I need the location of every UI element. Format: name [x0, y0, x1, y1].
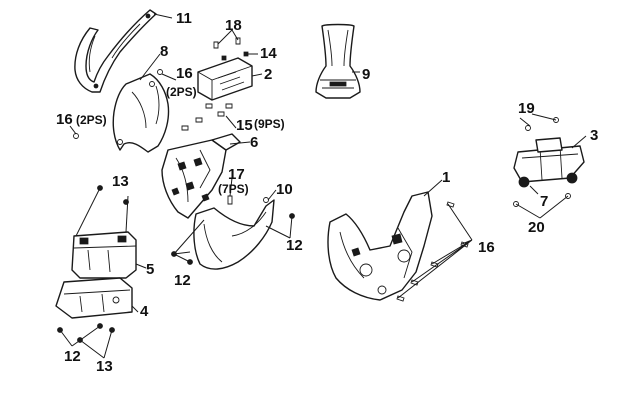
label-13-bottom: 13	[96, 358, 113, 375]
label-2: 2	[264, 66, 272, 83]
label-10: 10	[276, 181, 293, 198]
label-12-mid: 12	[174, 272, 191, 289]
label-14: 14	[260, 45, 277, 62]
label-16-left-qty: (2PS)	[76, 113, 107, 127]
label-1: 1	[442, 169, 450, 186]
label-6: 6	[250, 134, 258, 151]
label-3: 3	[590, 127, 598, 144]
part-5-lower-bracket	[71, 231, 137, 279]
label-5: 5	[146, 261, 154, 278]
label-12-bottom: 12	[64, 348, 81, 365]
part-4-base-plate	[55, 277, 133, 319]
label-17: 17	[228, 166, 245, 183]
label-9: 9	[362, 66, 370, 83]
part-1-main-frame	[327, 191, 433, 301]
label-4: 4	[140, 303, 149, 320]
part-labels: 11 8 18 14 2 16 (2PS) 9 16 (2PS) 15 (9PS…	[56, 10, 598, 375]
label-16-left: 16	[56, 111, 73, 128]
label-12-right: 12	[286, 237, 303, 254]
part-9-upper-bracket	[315, 23, 361, 99]
part-3-instrument-bracket	[513, 137, 585, 188]
label-17-qty: (7PS)	[218, 182, 249, 196]
label-15: 15	[236, 117, 253, 134]
label-7: 7	[540, 193, 548, 210]
label-18: 18	[225, 17, 242, 34]
part-8-inner-shield	[112, 73, 170, 153]
label-16-right: 16	[478, 239, 495, 256]
part-2-control-box	[197, 57, 253, 101]
label-16-top: 16	[176, 65, 193, 82]
part-6-headlight-frame	[161, 133, 241, 219]
label-20: 20	[528, 219, 545, 236]
screws-18-14	[213, 37, 249, 61]
label-15-qty: (9PS)	[254, 117, 285, 131]
screws-15	[181, 103, 233, 131]
part-10-lower-trim	[193, 197, 275, 270]
label-8: 8	[160, 43, 168, 60]
label-16-top-qty: (2PS)	[166, 85, 197, 99]
leader-lines	[59, 13, 587, 359]
label-13-top: 13	[112, 173, 129, 190]
label-19: 19	[518, 100, 535, 117]
part-11-trim-strip	[74, 9, 157, 93]
label-11: 11	[176, 10, 192, 27]
